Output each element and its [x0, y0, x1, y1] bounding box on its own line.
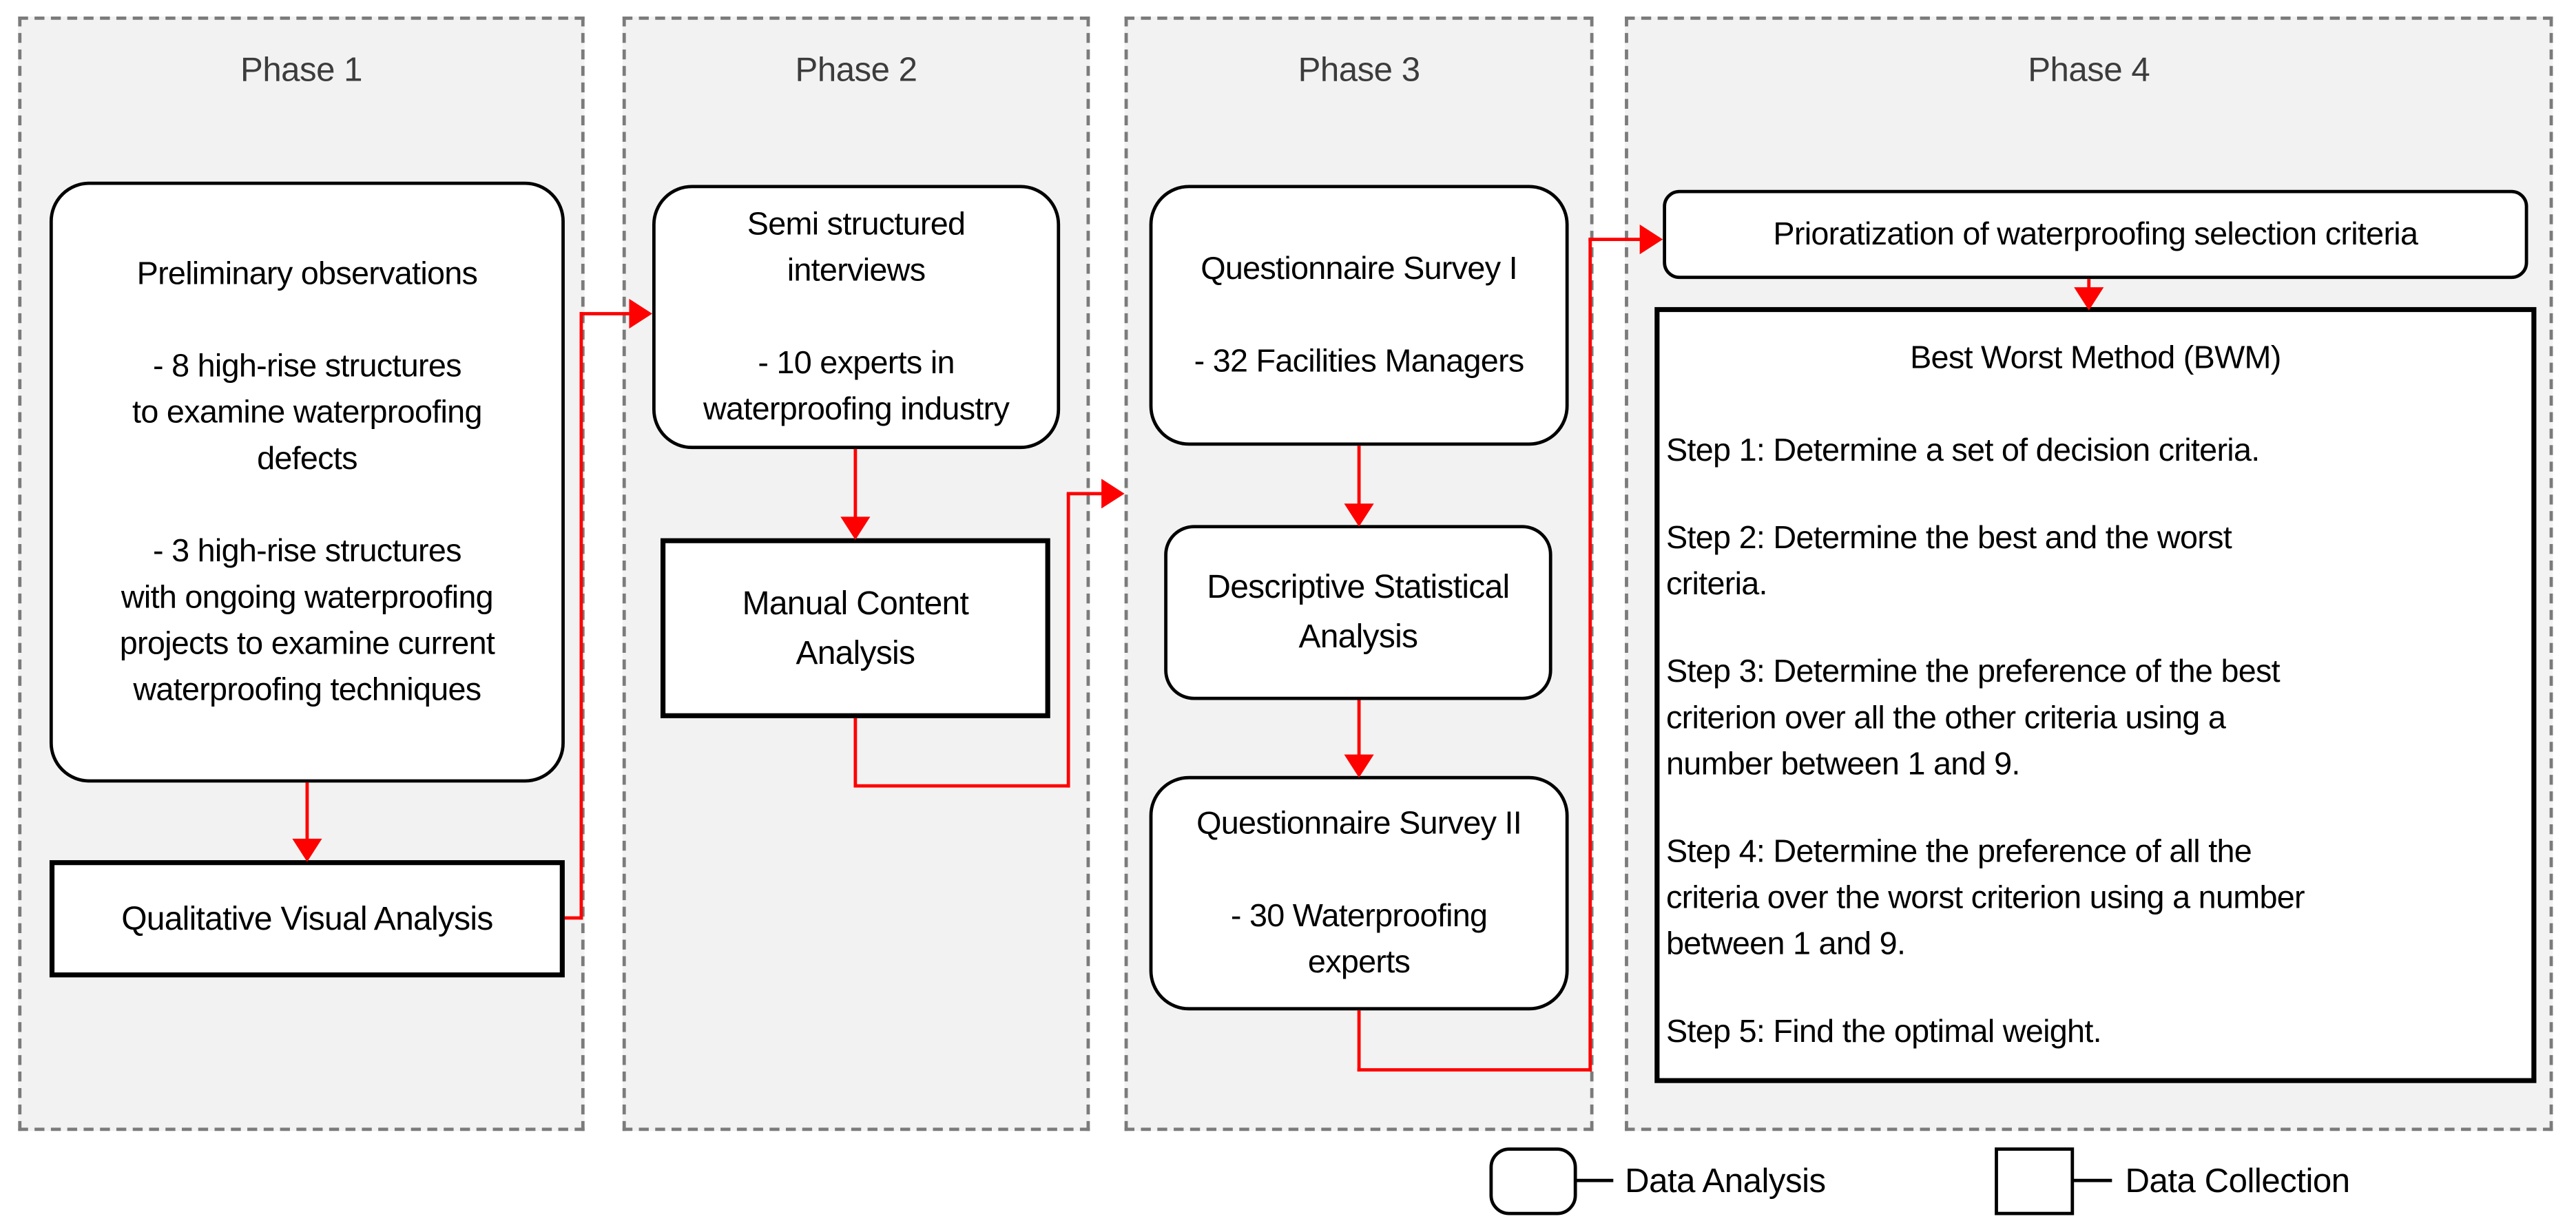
questionnaire-survey-2-box: Questionnaire Survey II - 30 Waterproofi… — [1149, 775, 1569, 1011]
descriptive-line: Descriptive Statistical — [1207, 570, 1510, 606]
bwm-step-line: Step 1: Determine a set of decision crit… — [1666, 432, 2260, 469]
survey2-line: Questionnaire Survey II — [1196, 805, 1522, 842]
interviews-line: interviews — [787, 252, 926, 289]
bwm-step-line: criterion over all the other criteria us… — [1666, 700, 2226, 737]
bwm-step-line: Step 4: Determine the preference of all … — [1666, 833, 2252, 870]
survey2-line: experts — [1307, 944, 1411, 981]
bwm-step-4: Step 4: Determine the preference of all … — [1666, 829, 2525, 968]
arrowhead-down-icon — [1344, 503, 1374, 527]
bwm-step-line: between 1 and 9. — [1666, 926, 1906, 963]
connector-qualitative-elbow-v — [579, 312, 583, 920]
preliminary-line: waterproofing techniques — [133, 671, 481, 709]
bwm-step-1: Step 1: Determine a set of decision crit… — [1666, 428, 2525, 474]
legend-data-collection-symbol — [1995, 1147, 2075, 1215]
arrowhead-down-icon — [840, 516, 871, 540]
connector-qualitative-elbow-h2 — [579, 311, 630, 316]
connector-survey2-elbow-h1 — [1357, 1067, 1592, 1072]
survey2-line: - 30 Waterproofing — [1230, 898, 1488, 935]
connector-survey2-elbow-h2 — [1588, 237, 1642, 242]
bwm-step-line: Step 5: Find the optimal weight. — [1666, 1014, 2102, 1050]
connector-interviews-to-mca — [853, 449, 858, 519]
preliminary-line: Preliminary observations — [136, 255, 478, 293]
manual-content-analysis-line: Analysis — [796, 634, 915, 671]
arrowhead-right-icon — [629, 298, 652, 329]
bwm-step-3: Step 3: Determine the preference of the … — [1666, 649, 2525, 787]
preliminary-line: with ongoing waterproofing — [121, 579, 494, 616]
bwm-step-line: criteria over the worst criterion using … — [1666, 879, 2305, 917]
preliminary-line: - 3 high-rise structures — [152, 533, 462, 570]
arrowhead-down-icon — [292, 838, 322, 862]
phase3-title: Phase 3 — [1298, 51, 1420, 90]
legend-data-analysis-label: Data Analysis — [1625, 1162, 1826, 1200]
arrowhead-down-icon — [2074, 287, 2104, 311]
semi-structured-interviews-box: Semi structured interviews - 10 experts … — [652, 185, 1061, 450]
questionnaire-survey-1-box: Questionnaire Survey I - 32 Facilities M… — [1149, 185, 1569, 446]
bwm-step-line: criteria. — [1666, 566, 1768, 603]
bwm-step-line: Step 2: Determine the best and the worst — [1666, 520, 2232, 556]
prioritization-box: Prioratization of waterproofing selectio… — [1663, 189, 2528, 280]
bwm-step-line: number between 1 and 9. — [1666, 746, 2020, 783]
connector-survey1-to-descriptive — [1357, 446, 1362, 505]
prioritization-label: Prioratization of waterproofing selectio… — [1773, 216, 2418, 253]
preliminary-line: - 8 high-rise structures — [152, 348, 462, 385]
bwm-step-5: Step 5: Find the optimal weight. — [1666, 1009, 2525, 1055]
connector-preliminary-to-qualitative — [304, 782, 309, 841]
legend-connector-line — [1575, 1178, 1614, 1183]
manual-content-analysis-box: Manual Content Analysis — [660, 538, 1050, 718]
bwm-step-line: Step 3: Determine the preference of the … — [1666, 654, 2281, 691]
phase2-title: Phase 2 — [795, 51, 917, 90]
interviews-line: Semi structured — [747, 206, 966, 243]
manual-content-analysis-line: Manual Content — [742, 585, 969, 622]
connector-mca-elbow-v1 — [853, 718, 858, 786]
phase1-title: Phase 1 — [240, 51, 363, 90]
interviews-line: - 10 experts in — [758, 345, 955, 382]
preliminary-line: projects to examine current — [119, 625, 495, 662]
arrowhead-down-icon — [1344, 754, 1374, 778]
preliminary-observations-box: Preliminary observations - 8 high-rise s… — [49, 181, 565, 783]
phase4-title: Phase 4 — [2028, 51, 2150, 90]
connector-mca-elbow-h1 — [853, 784, 1070, 789]
connector-survey2-elbow-v1 — [1357, 1010, 1362, 1072]
connector-prioritization-to-bwm — [2086, 279, 2091, 289]
survey1-line: Questionnaire Survey I — [1201, 251, 1517, 288]
legend-connector-line — [2072, 1178, 2112, 1183]
qualitative-visual-analysis-label: Qualitative Visual Analysis — [121, 900, 493, 937]
connector-survey2-elbow-v2 — [1588, 238, 1592, 1072]
qualitative-visual-analysis-box: Qualitative Visual Analysis — [49, 860, 565, 978]
connector-mca-elbow-v2 — [1066, 493, 1071, 788]
bwm-step-2: Step 2: Determine the best and the worst… — [1666, 515, 2525, 607]
preliminary-line: to examine waterproofing — [132, 394, 482, 431]
bwm-title: Best Worst Method (BWM) — [1910, 340, 2281, 377]
interviews-line: waterproofing industry — [703, 391, 1010, 428]
survey1-line: - 32 Facilities Managers — [1194, 343, 1525, 380]
arrowhead-right-icon — [1639, 225, 1663, 255]
connector-mca-elbow-h2 — [1066, 491, 1103, 496]
preliminary-line: defects — [257, 441, 357, 477]
best-worst-method-box: Best Worst Method (BWM) Step 1: Determin… — [1654, 306, 2537, 1083]
legend-data-collection-label: Data Collection — [2125, 1162, 2351, 1200]
arrowhead-right-icon — [1101, 479, 1125, 509]
legend-data-analysis-symbol — [1489, 1147, 1577, 1215]
connector-descriptive-to-survey2 — [1357, 700, 1362, 757]
descriptive-statistical-analysis-box: Descriptive Statistical Analysis — [1164, 525, 1552, 700]
descriptive-line: Analysis — [1298, 619, 1418, 656]
connector-qualitative-elbow-h1 — [564, 915, 583, 920]
